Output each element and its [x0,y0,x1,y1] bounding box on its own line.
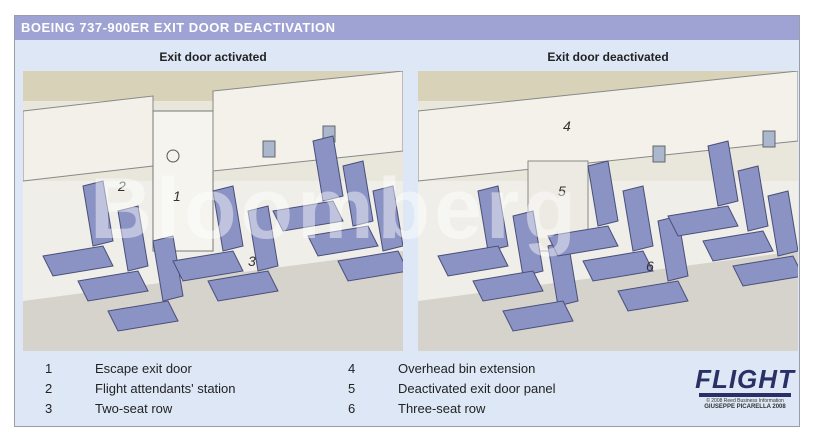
legend-number: 2 [45,380,53,396]
flight-international-logo: FLIGHT INTERNATIONAL © 2008 Reed Busines… [695,366,795,410]
legend-text: Deactivated exit door panel [398,380,556,396]
legend-text: Two-seat row [95,400,173,416]
label-5: 5 [558,183,566,199]
logo-copyright: © 2008 Reed Business Information [706,398,784,404]
legend-number: 6 [348,400,356,416]
legend-item: 4 Overhead bin extension [348,358,556,378]
logo-artist: GIUSEPPE PICARELLA 2008 [704,404,786,410]
legend-right: 4 Overhead bin extension 5 Deactivated exi… [348,358,556,418]
legend-text: Flight attendants' station [95,380,236,396]
legend-item: 2 Flight attendants' station [45,378,236,398]
title-bar: BOEING 737-900ER EXIT DOOR DEACTIVATION [15,16,799,40]
diagram-frame: BOEING 737-900ER EXIT DOOR DEACTIVATION … [14,15,800,427]
legend-number: 5 [348,380,356,396]
legend-item: 3 Two-seat row [45,398,236,418]
legend-number: 1 [45,360,53,376]
legend-item: 6 Three-seat row [348,398,556,418]
diagram-title: BOEING 737-900ER EXIT DOOR DEACTIVATION [21,20,336,35]
legend-text: Three-seat row [398,400,486,416]
legend-item: 1 Escape exit door [45,358,236,378]
legend-text: Overhead bin extension [398,360,536,376]
label-2: 2 [117,178,126,194]
label-4: 4 [563,118,571,134]
caption-activated: Exit door activated [159,50,267,64]
label-3: 3 [248,253,256,269]
legend-number: 4 [348,360,356,376]
illustration-activated: 2 1 3 [23,71,403,351]
logo-subtitle: INTERNATIONAL [699,393,791,398]
caption-deactivated: Exit door deactivated [547,50,669,64]
logo-word: FLIGHT [695,364,795,394]
exit-door [152,110,214,252]
label-6: 6 [646,258,654,274]
legend-item: 5 Deactivated exit door panel [348,378,556,398]
legend-text: Escape exit door [95,360,192,376]
legend-left: 1 Escape exit door 2 Flight attendants' st… [45,358,236,418]
illustration-deactivated: 4 5 6 [418,71,798,351]
legend-number: 3 [45,400,53,416]
label-1: 1 [173,188,181,204]
